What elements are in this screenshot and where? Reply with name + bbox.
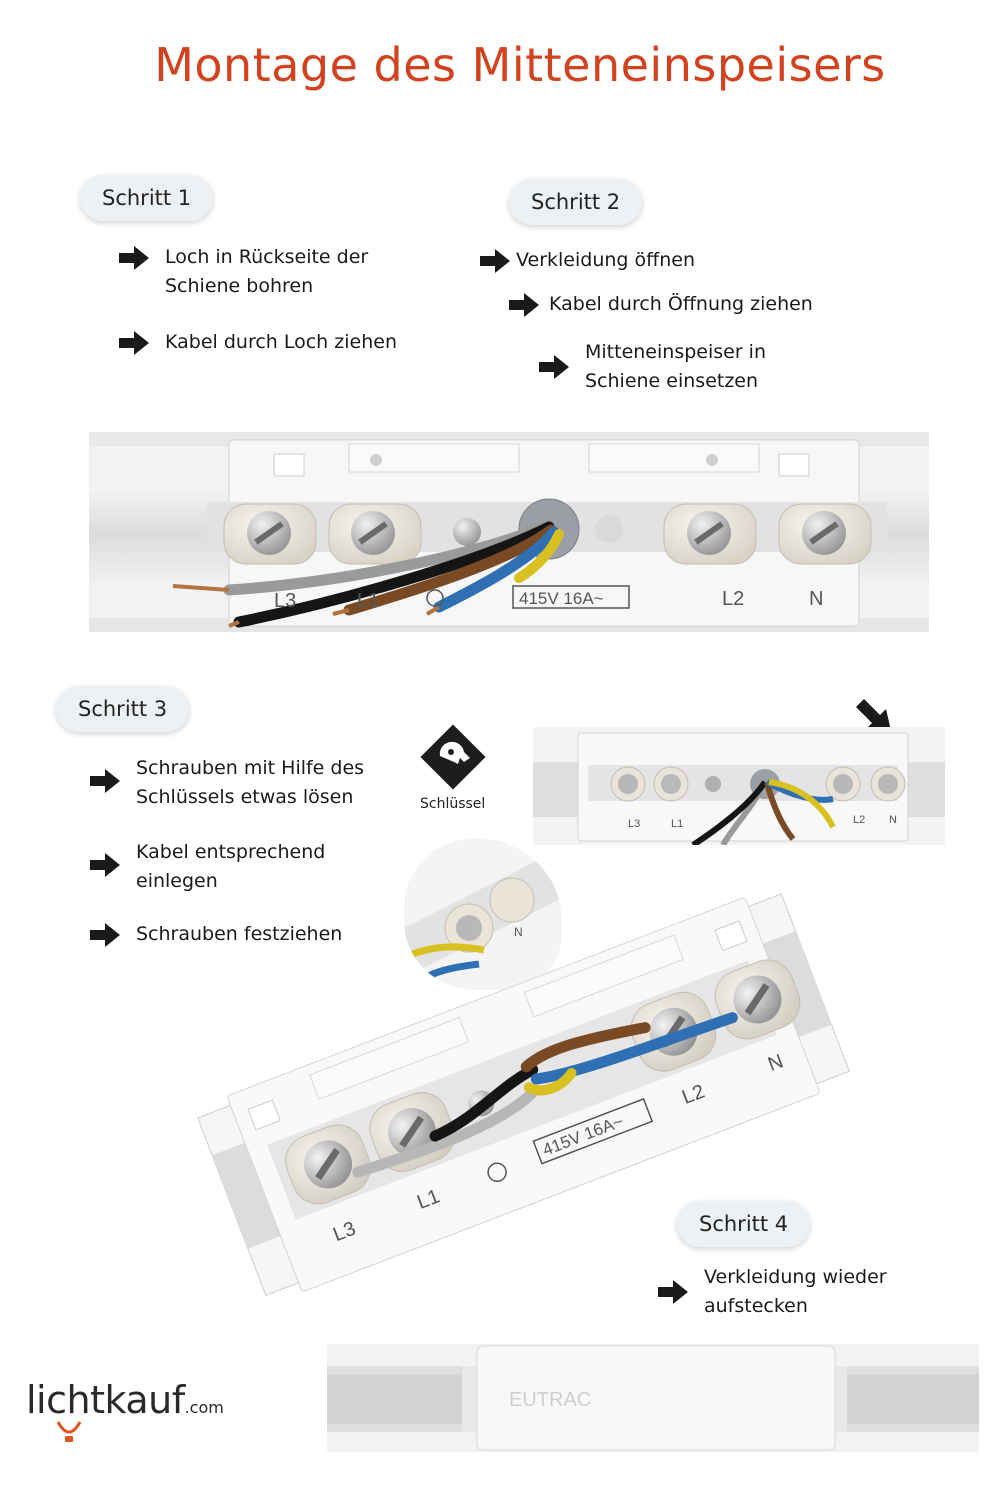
- arrow-right-icon: [88, 920, 122, 950]
- arrow-right-icon: [656, 1277, 690, 1307]
- label-l2: L2: [722, 588, 744, 610]
- cover-label: EUTRAC: [509, 1389, 591, 1411]
- small-label-n: N: [889, 814, 897, 826]
- step-3-item-1: Schrauben mit Hilfe des Schlüssels etwas…: [88, 754, 388, 812]
- arrow-down-right-icon: [852, 695, 896, 739]
- small-label-l2: L2: [853, 814, 865, 826]
- arrow-right-icon: [507, 290, 541, 320]
- step-3-item-3: Schrauben festziehen: [88, 920, 342, 950]
- logo-main: lichtkauf: [26, 1378, 185, 1422]
- photo-rail-open: L3 L1 415V 16A~ L2 N: [89, 432, 929, 632]
- photo-rail-wired: L3 L1 415V 16A~ L2 N: [190, 880, 855, 1305]
- arrow-right-icon: [117, 243, 151, 273]
- arrow-right-icon: [478, 246, 512, 276]
- arrow-right-icon: [88, 766, 122, 796]
- detail-label-n: N: [514, 925, 523, 939]
- label-rating: 415V 16A~: [519, 589, 604, 608]
- step-2-item-2: Kabel durch Öffnung ziehen: [507, 290, 813, 320]
- large-ground-icon: [487, 1162, 507, 1183]
- key-caption: Schlüssel: [420, 796, 486, 812]
- photo-rail-closed: EUTRAC: [327, 1344, 979, 1452]
- photo-terminal-detail: N: [404, 838, 562, 990]
- label-n: N: [809, 588, 823, 610]
- step-2-item-3: Mitteneinspeiser in Schiene einsetzen: [537, 338, 817, 396]
- step-3-item-2: Kabel entsprechend einlegen: [88, 838, 388, 896]
- small-label-l1: L1: [671, 818, 683, 830]
- step-4-item-1: Verkleidung wieder aufstecken: [656, 1263, 946, 1321]
- step-1-item-1: Loch in Rückseite der Schiene bohren: [117, 243, 417, 301]
- step-3-badge: Schritt 3: [56, 686, 190, 732]
- bulb-icon: [56, 1421, 82, 1442]
- step-1-badge: Schritt 1: [80, 175, 214, 221]
- step-4-badge: Schritt 4: [677, 1201, 811, 1247]
- step-2-item-1: Verkleidung öffnen: [478, 246, 695, 276]
- arrow-right-icon: [88, 850, 122, 880]
- photo-rail-small: L3 L1 L2 N: [533, 727, 945, 845]
- logo-suffix: .com: [184, 1398, 224, 1417]
- label-l1: L1: [357, 590, 379, 612]
- ground-icon: [426, 589, 444, 607]
- arrow-right-icon: [537, 352, 571, 382]
- step-1-item-2: Kabel durch Loch ziehen: [117, 328, 447, 358]
- lichtkauf-logo: lichtkauf.com: [26, 1378, 276, 1448]
- arrow-right-icon: [117, 328, 151, 358]
- small-label-l3: L3: [628, 818, 640, 830]
- key-icon: [418, 722, 488, 792]
- step-2-badge: Schritt 2: [509, 179, 643, 225]
- page-title: Montage des Mitteneinspeisers: [154, 38, 886, 92]
- label-l3: L3: [274, 590, 296, 612]
